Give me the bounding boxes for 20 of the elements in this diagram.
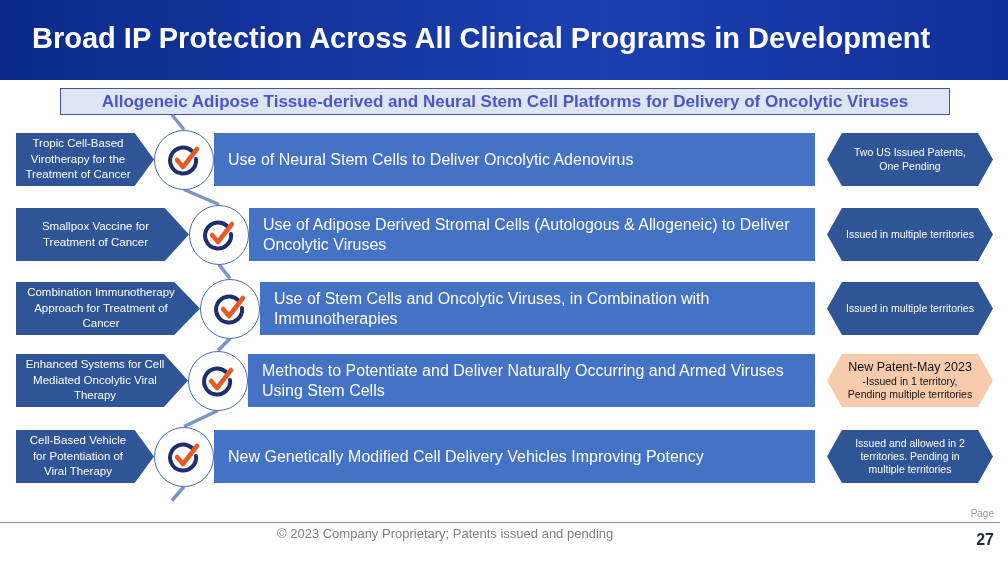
footer-note: © 2023 Company Proprietary; Patents issued and pending <box>277 526 614 541</box>
heading-banner: Allogeneic Adipose Tissue-derived and Neural Stem Cell Platforms for Delivery of Oncolytic Viruses <box>60 88 950 115</box>
program-tag: Smallpox Vaccine for Treatment of Cancer <box>16 208 189 261</box>
connector-line <box>183 408 219 429</box>
patent-bar: New Genetically Modified Cell Delivery Vehicles Improving Potency <box>214 430 815 483</box>
patent-bar: Use of Neural Stem Cells to Deliver Oncolytic Adenovirus <box>214 133 815 186</box>
page-title: Broad IP Protection Across All Clinical Programs in Development <box>32 22 931 55</box>
page-number: 27 <box>976 531 994 549</box>
program-tag: Combination Immunotherapy Approach for Treatment of Cancer <box>16 282 200 335</box>
connector-line <box>170 113 186 131</box>
program-tag: Enhanced Systems for Cell Mediated Oncolytic Viral Therapy <box>16 354 188 407</box>
patent-bar: Use of Stem Cells and Oncolytic Viruses, in Combination with Immunotherapies <box>260 282 815 335</box>
patent-bar: Methods to Potentiate and Deliver Naturally Occurring and Armed Viruses Using Stem Cells <box>248 354 815 407</box>
connector-line <box>183 187 220 207</box>
page-label: Page <box>970 508 994 519</box>
program-tag: Tropic Cell-Based Virotherapy for the Treatment of Cancer <box>16 133 154 186</box>
connector-line <box>170 485 186 502</box>
connector-line <box>217 263 232 280</box>
program-tag: Cell-Based Vehicle for Potentiation of Viral Therapy <box>16 430 154 483</box>
patent-bar: Use of Adipose Derived Stromal Cells (Autologous & Allogeneic) to Deliver Oncolytic Viruses <box>249 208 815 261</box>
